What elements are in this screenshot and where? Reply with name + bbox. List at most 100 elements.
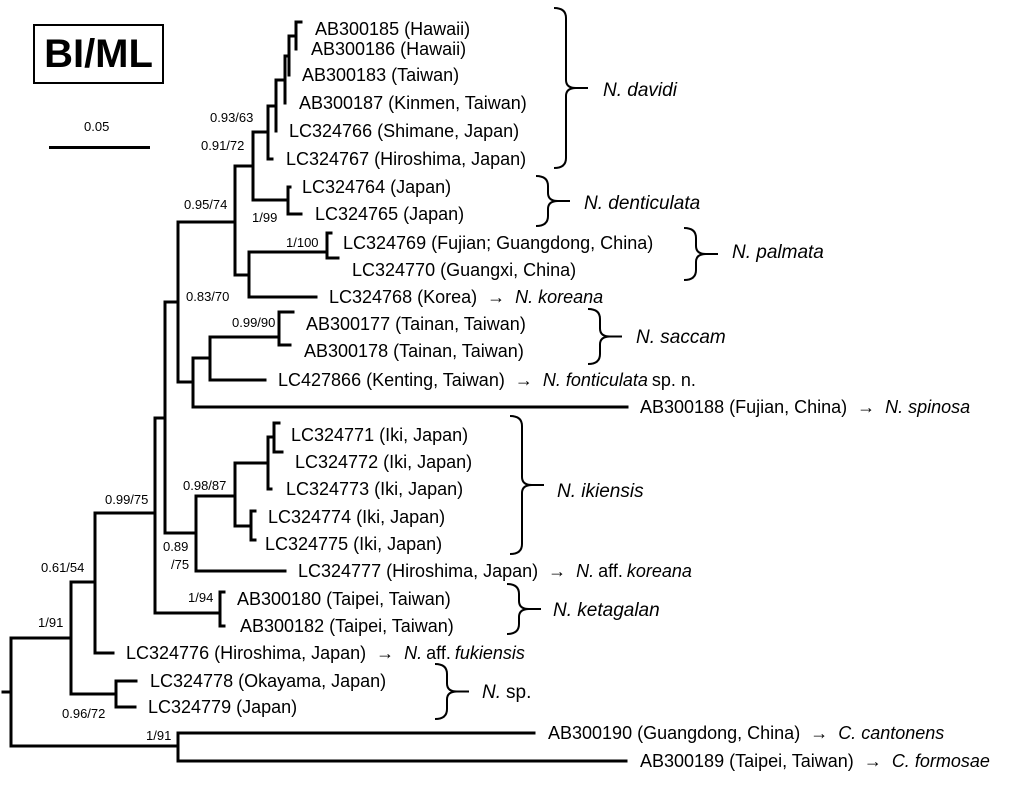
leaf-label: AB300189 (Taipei, Taiwan)→C. formosae — [640, 751, 990, 771]
clade-label: N. palmata — [732, 242, 824, 263]
leaf-label: LC324771 (Iki, Japan) — [291, 425, 468, 445]
clade-label: N.sp. — [482, 682, 531, 703]
leaf-accession: LC324775 (Iki, Japan) — [265, 534, 442, 554]
species-qualifier: aff. — [598, 561, 623, 581]
species-qualifier: aff. — [426, 643, 451, 663]
support-value: 0.96/72 — [62, 706, 105, 721]
species-epithet: fukiensis — [455, 643, 525, 663]
leaf-accession: LC324776 (Hiroshima, Japan) — [126, 643, 366, 663]
species-suffix: sp. n. — [652, 370, 696, 390]
leaf-label: AB300178 (Tainan, Taiwan) — [304, 341, 524, 361]
arrow-icon: → — [548, 561, 566, 581]
support-value: /75 — [171, 557, 189, 572]
support-value: 1/94 — [188, 590, 213, 605]
species-name: N. fonticulata — [543, 370, 648, 390]
support-value: 0.83/70 — [186, 289, 229, 304]
leaf-label: AB300187 (Kinmen, Taiwan) — [299, 93, 527, 113]
leaf-accession: AB300188 (Fujian, China) — [640, 397, 847, 417]
species-epithet: koreana — [627, 561, 692, 581]
clade-label: N. ikiensis — [557, 481, 644, 502]
leaf-label: LC324770 (Guangxi, China) — [352, 260, 576, 280]
clade-labels: N. davidi N. denticulata N. palmata N. sacc… — [482, 80, 824, 703]
clade-label: N. denticulata — [584, 193, 700, 214]
arrow-icon: → — [515, 370, 533, 390]
leaf-accession: LC324772 (Iki, Japan) — [295, 452, 472, 472]
leaf-label: LC324774 (Iki, Japan) — [268, 507, 445, 527]
clade-name: N. denticulata — [584, 193, 700, 214]
leaf-label: LC324769 (Fujian; Guangdong, China) — [343, 233, 653, 253]
support-value: 0.99/90 — [232, 315, 275, 330]
species-genus: N. — [404, 643, 422, 663]
clade-label: N. saccam — [636, 327, 726, 348]
clade-bracket — [683, 227, 707, 281]
species-name: N. spinosa — [885, 397, 970, 417]
support-labels: 0.93/630.91/721/990.95/741/1000.83/700.9… — [38, 110, 319, 743]
leaf-label: LC324778 (Okayama, Japan) — [150, 671, 386, 691]
leaf-accession: LC324766 (Shimane, Japan) — [289, 121, 519, 141]
leaf-label: AB300177 (Tainan, Taiwan) — [306, 314, 526, 334]
arrow-icon: → — [857, 397, 875, 417]
leaf-label: LC324777 (Hiroshima, Japan)→N.aff.korean… — [298, 561, 692, 581]
support-value: 0.95/74 — [184, 197, 227, 212]
support-value: 0.99/75 — [105, 492, 148, 507]
clade-suffix: sp. — [506, 682, 531, 703]
arrow-icon: → — [810, 723, 828, 743]
leaf-accession: LC324765 (Japan) — [315, 204, 464, 224]
clade-brackets — [434, 7, 718, 720]
support-value: 0.91/72 — [201, 138, 244, 153]
leaf-label: LC324772 (Iki, Japan) — [295, 452, 472, 472]
leaf-label: LC324766 (Shimane, Japan) — [289, 121, 519, 141]
clade-label: N. davidi — [603, 80, 678, 101]
clade-bracket — [553, 7, 577, 169]
leaf-label: AB300185 (Hawaii) — [315, 19, 470, 39]
leaf-accession: LC324764 (Japan) — [302, 177, 451, 197]
leaf-accession: LC324777 (Hiroshima, Japan) — [298, 561, 538, 581]
leaf-accession: AB300187 (Kinmen, Taiwan) — [299, 93, 527, 113]
leaf-label: AB300183 (Taiwan) — [302, 65, 459, 85]
leaf-label: LC324775 (Iki, Japan) — [265, 534, 442, 554]
support-value: 1/100 — [286, 235, 319, 250]
leaf-labels: AB300185 (Hawaii)AB300186 (Hawaii)AB3001… — [126, 19, 990, 771]
method-title: BI/ML — [44, 31, 153, 76]
clade-name: N. ikiensis — [557, 481, 644, 502]
species-name: C. formosae — [892, 751, 990, 771]
leaf-accession: AB300182 (Taipei, Taiwan) — [240, 616, 454, 636]
clade-name: N. ketagalan — [553, 600, 660, 621]
support-value: 1/99 — [252, 210, 277, 225]
clade-name: N. davidi — [603, 80, 678, 101]
clade-name: N. — [482, 682, 501, 703]
clade-bracket — [434, 663, 458, 720]
leaf-accession: AB300180 (Taipei, Taiwan) — [237, 589, 451, 609]
leaf-label: LC324773 (Iki, Japan) — [286, 479, 463, 499]
leaf-accession: AB300178 (Tainan, Taiwan) — [304, 341, 524, 361]
leaf-accession: AB300177 (Tainan, Taiwan) — [306, 314, 526, 334]
support-value: 0.89 — [163, 539, 188, 554]
leaf-label: LC324768 (Korea)→N. koreana — [329, 287, 603, 307]
scale-bar — [49, 146, 150, 149]
clade-name: N. palmata — [732, 242, 824, 263]
leaf-label: LC324767 (Hiroshima, Japan) — [286, 149, 526, 169]
leaf-label: LC427866 (Kenting, Taiwan) → N. fonticulat… — [278, 370, 696, 390]
leaf-accession: LC324773 (Iki, Japan) — [286, 479, 463, 499]
leaf-accession: LC427866 (Kenting, Taiwan) — [278, 370, 505, 390]
tree-branches — [1, 20, 629, 763]
leaf-accession: AB300183 (Taiwan) — [302, 65, 459, 85]
support-value: 0.98/87 — [183, 478, 226, 493]
leaf-label: LC324765 (Japan) — [315, 204, 464, 224]
leaf-accession: LC324771 (Iki, Japan) — [291, 425, 468, 445]
support-value: 1/91 — [146, 728, 171, 743]
species-name: C. cantonens — [838, 723, 944, 743]
leaf-accession: LC324770 (Guangxi, China) — [352, 260, 576, 280]
arrow-icon: → — [376, 643, 394, 663]
leaf-label: AB300182 (Taipei, Taiwan) — [240, 616, 454, 636]
scale-bar-label: 0.05 — [84, 119, 110, 134]
leaf-accession: LC324769 (Fujian; Guangdong, China) — [343, 233, 653, 253]
leaf-accession: LC324768 (Korea) — [329, 287, 477, 307]
clade-name: N. saccam — [636, 327, 726, 348]
leaf-accession: LC324774 (Iki, Japan) — [268, 507, 445, 527]
leaf-label: AB300180 (Taipei, Taiwan) — [237, 589, 451, 609]
clade-bracket — [587, 308, 611, 365]
support-value: 0.61/54 — [41, 560, 84, 575]
method-title-box: BI/ML — [33, 24, 164, 84]
support-value: 1/91 — [38, 615, 63, 630]
